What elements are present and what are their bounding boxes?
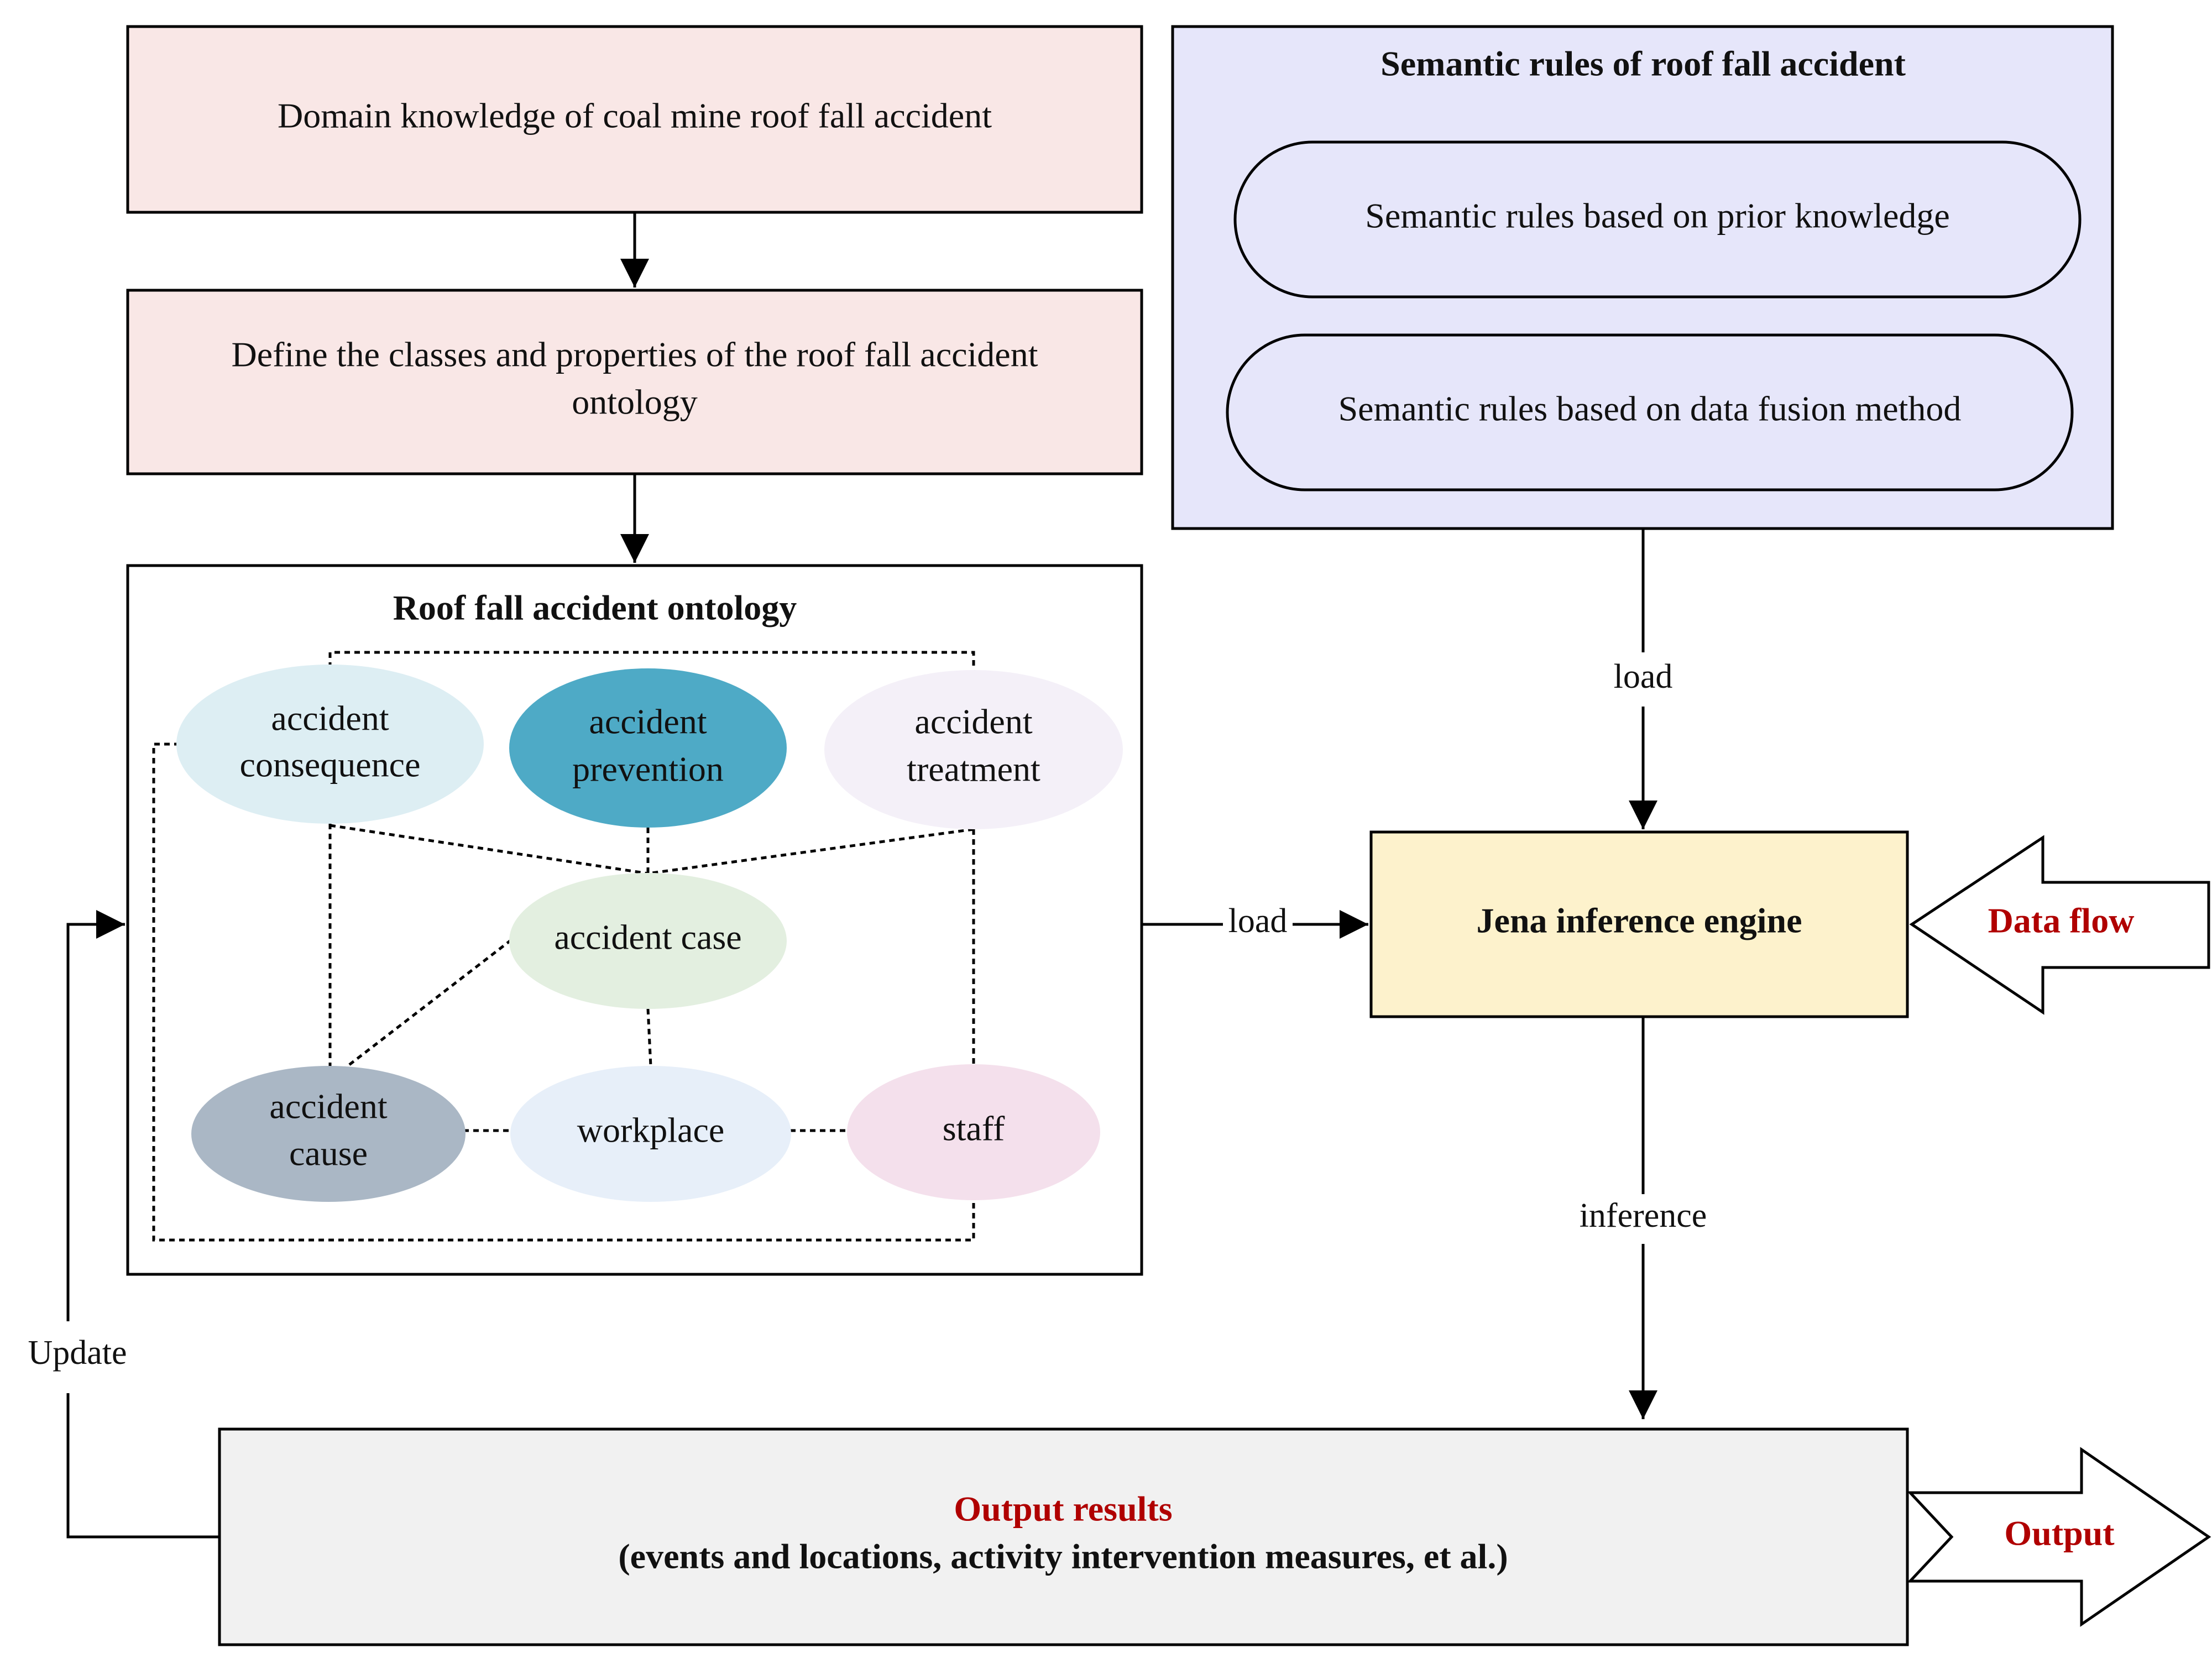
- node-staff: staff: [847, 1064, 1100, 1200]
- node-accident-prevention: accident prevention: [509, 668, 787, 828]
- node-accident-treatment: accident treatment: [824, 670, 1123, 829]
- node-accident-consequence: accident consequence: [176, 665, 484, 824]
- ontology-box: Roof fall accident ontology accident con…: [126, 564, 1143, 1276]
- define-classes-box: Define the classes and properties of the…: [126, 289, 1143, 475]
- edge-label-load-ontology: load: [1228, 902, 1288, 940]
- domain-knowledge-rect: [126, 25, 1143, 214]
- node-accident-consequence-ellipse: [176, 665, 484, 824]
- node-workplace: workplace: [510, 1066, 791, 1202]
- node-accident-case-label: accident case: [554, 918, 741, 957]
- node-accident-treatment-line2: treatment: [907, 750, 1040, 789]
- ontology-title: Roof fall accident ontology: [393, 588, 797, 627]
- data-flow-label: Data flow: [1988, 901, 2135, 940]
- arrowhead-domain-to-define: [620, 259, 649, 287]
- output-results-box: Output results (events and locations, ac…: [218, 1427, 1909, 1646]
- node-staff-ellipse: [847, 1064, 1100, 1200]
- output-arrow: Output: [1907, 1447, 2211, 1627]
- node-workplace-label: workplace: [577, 1111, 725, 1150]
- edge-label-load-rules: load: [1614, 658, 1673, 695]
- jena-engine-label: Jena inference engine: [1477, 901, 1802, 940]
- node-accident-cause: accident cause: [191, 1066, 466, 1202]
- arrowhead-jena-to-output: [1629, 1390, 1657, 1419]
- node-accident-prevention-line1: accident: [589, 702, 707, 741]
- node-accident-cause-line2: cause: [289, 1134, 368, 1173]
- rule-data-fusion-pill: [1226, 333, 2074, 491]
- rule-prior-knowledge-pill: [1233, 140, 2082, 299]
- rule-prior-knowledge-label: Semantic rules based on prior knowledge: [1365, 196, 1950, 236]
- relation-consequence-staff-outer: [152, 742, 975, 1242]
- update-path-top: [66, 923, 125, 1321]
- output-results-rect: [218, 1427, 1909, 1646]
- load-rules-label-bg: [1599, 658, 1687, 702]
- node-accident-consequence-line1: accident: [271, 699, 389, 738]
- semantic-rules-title: Semantic rules of roof fall accident: [1380, 44, 1906, 83]
- arrowhead-ontology-to-jena: [1340, 910, 1368, 939]
- node-workplace-ellipse: [510, 1066, 791, 1202]
- rule-data-fusion-label: Semantic rules based on data fusion meth…: [1338, 389, 1962, 428]
- arrowhead-define-to-ontology: [620, 534, 649, 563]
- data-flow-arrow: Data flow: [1909, 835, 2210, 1015]
- domain-knowledge-label: Domain knowledge of coal mine roof fall …: [278, 96, 992, 135]
- arrowhead-update: [96, 910, 125, 939]
- node-accident-cause-ellipse: [191, 1066, 466, 1202]
- define-classes-line2: ontology: [572, 383, 698, 422]
- output-arrow-shape: [1907, 1447, 2211, 1627]
- node-accident-treatment-line1: accident: [914, 702, 1032, 741]
- domain-knowledge-box: Domain knowledge of coal mine roof fall …: [126, 25, 1143, 214]
- node-accident-prevention-line2: prevention: [572, 750, 724, 789]
- arrowhead-rules-to-jena: [1629, 801, 1657, 829]
- node-accident-consequence-line2: consequence: [240, 745, 421, 784]
- node-accident-prevention-ellipse: [509, 668, 787, 828]
- edge-label-update: Update: [28, 1334, 127, 1372]
- edge-label-inference: inference: [1580, 1197, 1707, 1234]
- output-arrow-label: Output: [2004, 1514, 2115, 1553]
- relation-treatment-case: [647, 828, 974, 875]
- jena-engine-rect: [1369, 830, 1909, 1018]
- define-classes-rect: [126, 289, 1143, 475]
- node-accident-cause-line1: accident: [269, 1087, 387, 1126]
- node-staff-label: staff: [943, 1109, 1005, 1148]
- node-accident-case: accident case: [509, 873, 787, 1009]
- output-results-title: Output results: [954, 1489, 1172, 1529]
- node-accident-treatment-ellipse: [824, 670, 1123, 829]
- define-classes-line1: Define the classes and properties of the…: [232, 335, 1038, 374]
- relation-consequence-case: [330, 824, 649, 875]
- jena-engine-box: Jena inference engine: [1369, 830, 1909, 1018]
- semantic-rules-box: Semantic rules of roof fall accident Sem…: [1171, 25, 2114, 530]
- node-accident-case-ellipse: [509, 873, 787, 1009]
- update-path-bottom: [66, 1393, 219, 1539]
- output-results-subtitle: (events and locations, activity interven…: [618, 1537, 1508, 1576]
- inference-label-bg: [1565, 1197, 1722, 1241]
- data-flow-arrow-shape: [1909, 835, 2210, 1015]
